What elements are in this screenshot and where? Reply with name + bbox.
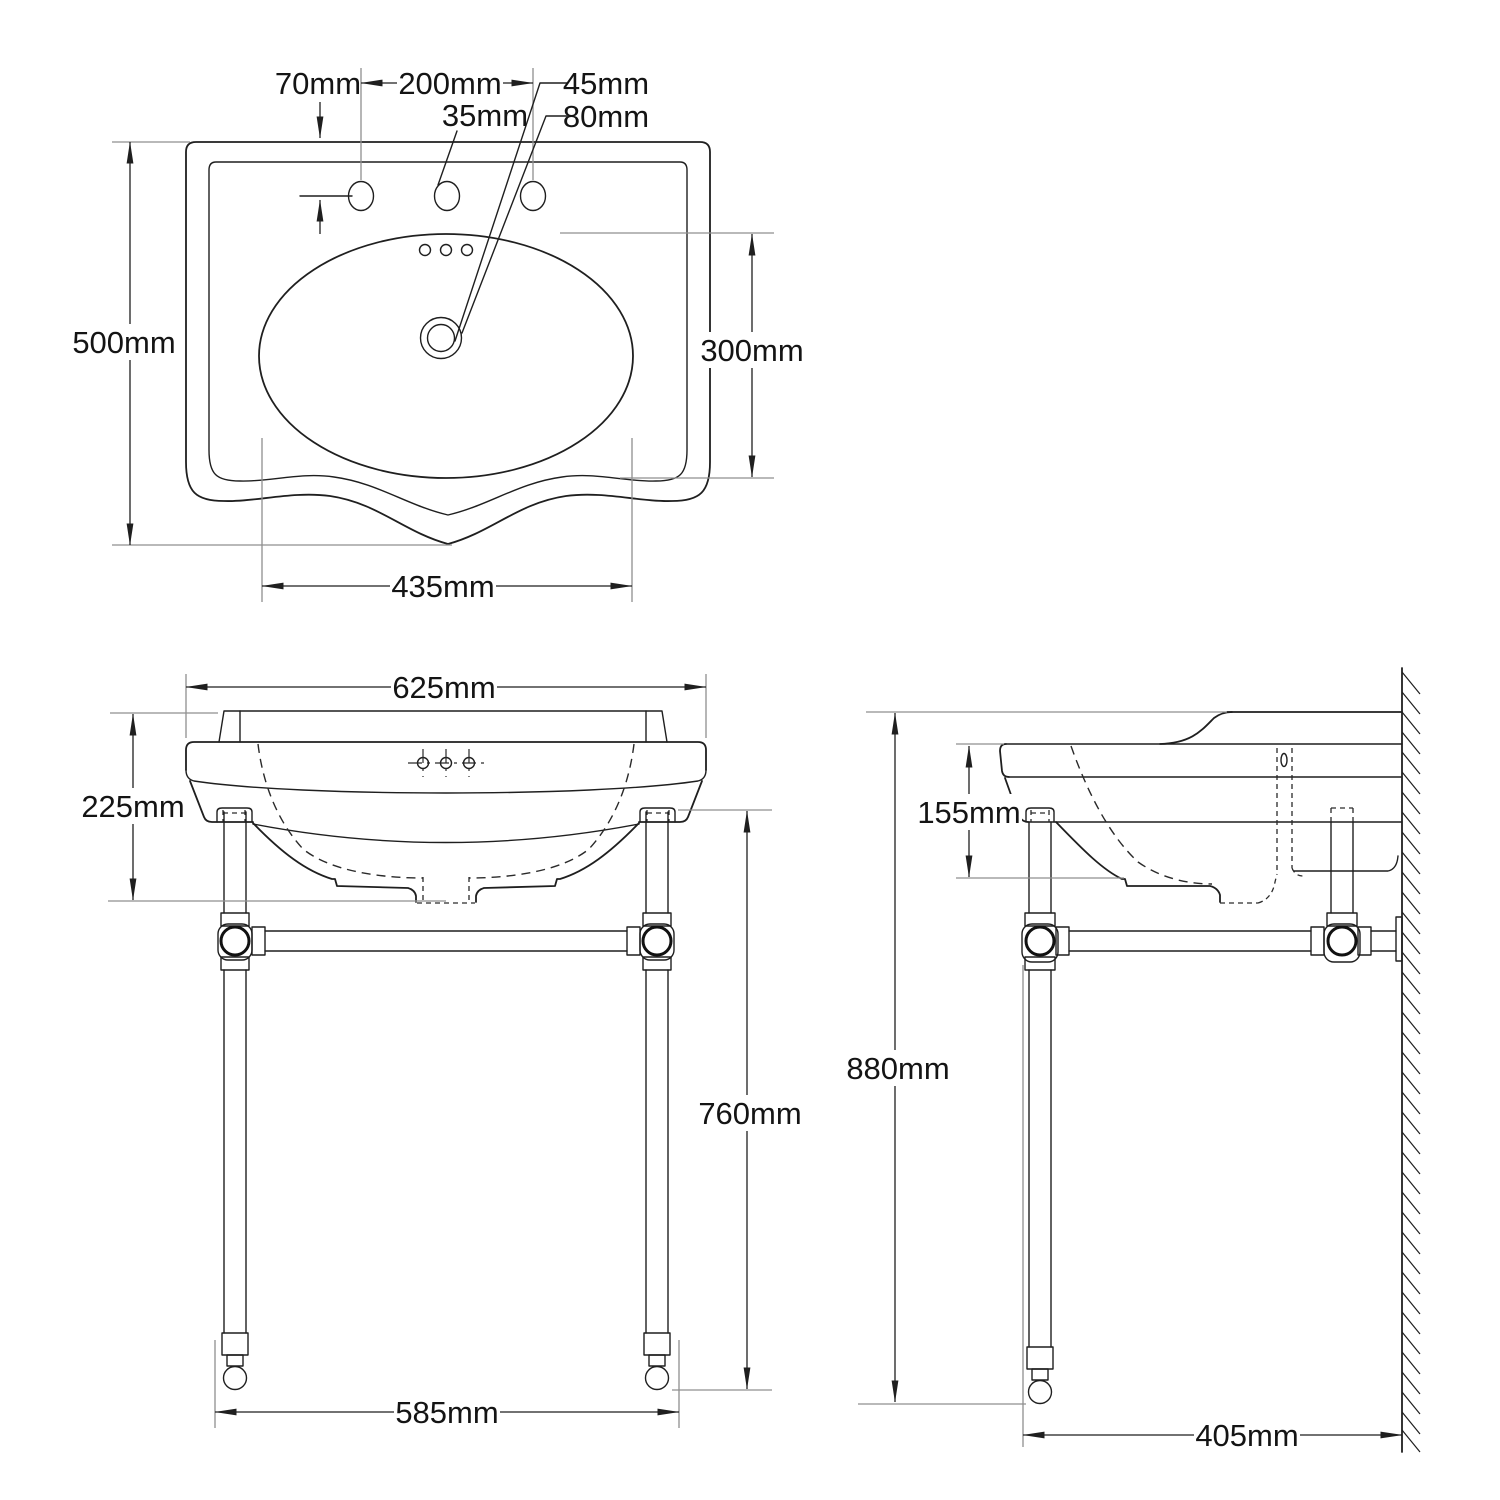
body-bottom-rear-edge bbox=[252, 823, 640, 844]
side-bracket-front-hidden bbox=[1030, 810, 1050, 822]
rear-joint-sphere bbox=[1326, 925, 1358, 957]
bracket-hidden-right bbox=[646, 810, 670, 822]
tap-hole-right bbox=[519, 180, 547, 212]
leader-80 bbox=[461, 115, 568, 334]
overflow-slot-icon bbox=[1280, 752, 1288, 768]
rim-band bbox=[185, 741, 707, 771]
side-bracket-front bbox=[1025, 807, 1055, 823]
bowl-oval bbox=[258, 233, 634, 479]
bracket-bump-left bbox=[216, 807, 253, 823]
side-bowl-profile bbox=[1055, 821, 1221, 903]
backsplash-curve bbox=[1159, 711, 1233, 745]
dim-label-155mm: 155mm bbox=[917, 795, 1020, 830]
wall-hatch bbox=[1401, 671, 1421, 1453]
side-bowl-hidden bbox=[1070, 745, 1213, 885]
dim-label-225mm: 225mm bbox=[81, 789, 184, 824]
drain-outer-circle bbox=[419, 316, 463, 360]
dim-label-300mm: 300mm bbox=[700, 333, 803, 368]
cross-rail-front bbox=[251, 926, 641, 956]
tap-hole-center bbox=[433, 180, 461, 212]
dim-label-200mm: 200mm bbox=[398, 66, 501, 101]
bowl-underside-right bbox=[475, 822, 640, 903]
dim-label-880mm: 880mm bbox=[846, 1051, 949, 1086]
rim-band-bottom-curve bbox=[185, 769, 707, 794]
body-side-right bbox=[638, 780, 703, 823]
rear-strut bbox=[1330, 821, 1354, 914]
top-view: 70mm 200mm 35mm 45mm 80mm 500mm 300mm 43… bbox=[71, 65, 805, 604]
dim-label-70mm: 70mm bbox=[275, 66, 361, 101]
tap-hole-crosshairs bbox=[408, 749, 484, 777]
leader-45 bbox=[454, 82, 568, 342]
front-view: 625mm 225mm 760mm 585mm bbox=[80, 669, 803, 1430]
rim-front-face bbox=[999, 743, 1010, 778]
basin-outer-outline bbox=[185, 141, 711, 545]
dim-label-760mm: 760mm bbox=[698, 1096, 801, 1131]
overflow-hole-icon bbox=[418, 243, 432, 257]
drain-outlet-hidden bbox=[417, 877, 475, 904]
wall-flange bbox=[1395, 916, 1403, 962]
backsplash-outline bbox=[218, 710, 668, 743]
side-drain-overflow-hidden bbox=[1220, 748, 1304, 904]
dim-label-80mm: 80mm bbox=[563, 99, 649, 134]
bowl-hidden-right bbox=[468, 743, 635, 879]
side-front-leg bbox=[1021, 821, 1059, 1405]
overflow-hole-icon bbox=[460, 243, 474, 257]
leader-35 bbox=[437, 130, 458, 186]
side-bracket-rear-hidden bbox=[1330, 807, 1354, 822]
dim-label-35mm: 35mm bbox=[442, 98, 528, 133]
front-leg-left bbox=[217, 811, 253, 1391]
drain-inner-circle bbox=[426, 323, 456, 353]
front-leg-right bbox=[639, 811, 675, 1391]
dim-label-435mm: 435mm bbox=[391, 569, 494, 604]
side-view: 155mm 880mm 405mm bbox=[845, 667, 1421, 1453]
overflow-hole-icon bbox=[439, 243, 453, 257]
bracket-hidden-left bbox=[222, 810, 246, 822]
cross-rail-side bbox=[1055, 916, 1403, 962]
body-side-left bbox=[189, 780, 254, 823]
basin-inner-rim-line bbox=[208, 161, 688, 516]
dim-label-500mm: 500mm bbox=[72, 325, 175, 360]
bowl-hidden-left bbox=[257, 743, 424, 879]
dim-label-585mm: 585mm bbox=[395, 1395, 498, 1430]
dim-label-45mm: 45mm bbox=[563, 66, 649, 101]
bracket-bump-right bbox=[639, 807, 676, 823]
dim-label-405mm: 405mm bbox=[1195, 1418, 1298, 1453]
rear-apron-edge bbox=[1293, 855, 1399, 872]
dim-label-625mm: 625mm bbox=[392, 670, 495, 705]
bowl-underside-left bbox=[252, 822, 417, 903]
